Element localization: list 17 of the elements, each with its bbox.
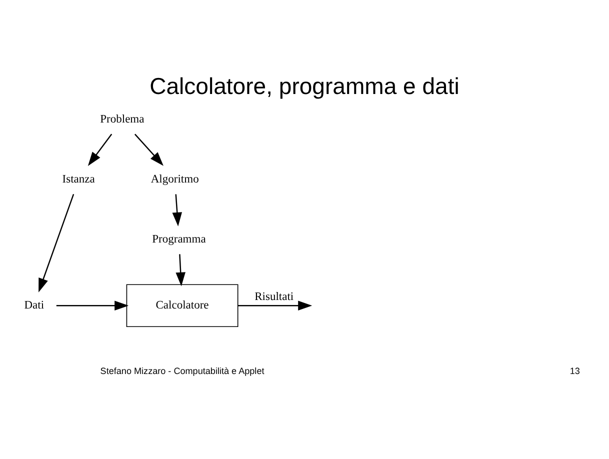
arrow: [88, 134, 112, 166]
arrow: [134, 134, 164, 166]
arrow: [172, 194, 182, 226]
arrow: [38, 194, 74, 292]
arrow: [176, 254, 186, 286]
node-text: Problema: [100, 113, 144, 126]
label: 13: [570, 366, 580, 376]
arrow: [56, 300, 129, 311]
label: Stefano Mizzaro - Computabilità e Applet: [100, 366, 264, 376]
node-text: Algoritmo: [150, 173, 199, 186]
edge-label: Risultati: [254, 291, 294, 304]
node-text: Dati: [24, 300, 44, 312]
diagram-title: Calcolatore, programma e dati: [150, 73, 460, 100]
node-text: Programma: [152, 233, 206, 246]
node-text: Istanza: [62, 173, 95, 186]
node-box: Calcolatore: [126, 284, 238, 328]
arrow: [238, 300, 312, 311]
